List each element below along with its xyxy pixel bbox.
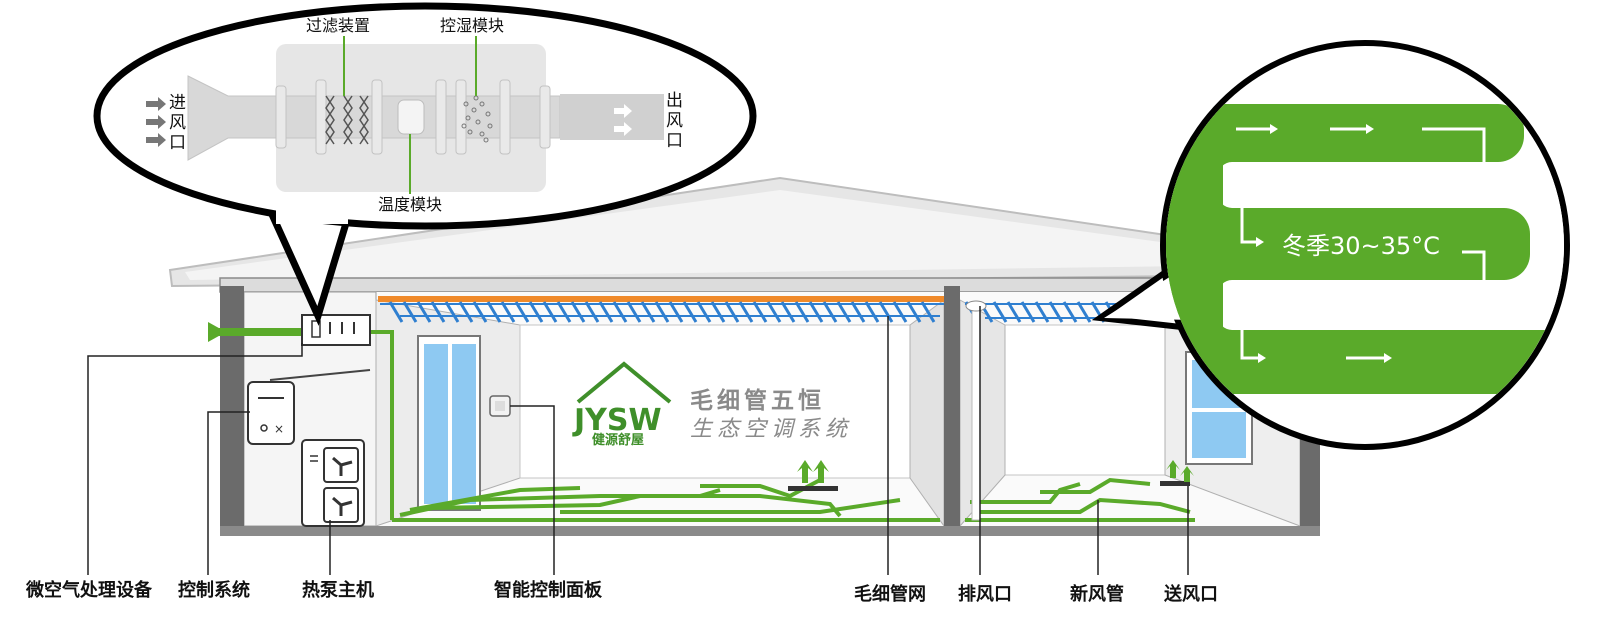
- floor-fresh-air-pipes: [370, 330, 1195, 522]
- capillary-tube: [430, 301, 446, 323]
- capillary-tube: [598, 301, 614, 323]
- capillary-tube: [458, 301, 474, 323]
- label-exhaust-vent: 排风口: [958, 583, 1012, 605]
- intake-arrow-green: [208, 322, 302, 342]
- brand-title: 毛细管五恒: [690, 387, 825, 414]
- logo-text: 健源舒屋: [592, 432, 644, 448]
- capillary-tube: [416, 301, 432, 323]
- capillary-tube: [836, 301, 852, 323]
- label-control-system: 控制系统: [178, 579, 250, 601]
- micro-air-unit: [301, 314, 371, 346]
- label-capillary-network: 毛细管网: [854, 583, 926, 605]
- capillary-tube: [766, 301, 782, 323]
- capillary-tube: [906, 301, 922, 323]
- capillary-tube: [612, 301, 628, 323]
- capillary-tube: [584, 301, 600, 323]
- smart-control-panel-device: [489, 395, 511, 417]
- control-box: ×: [247, 369, 371, 445]
- capillary-tube: [668, 301, 684, 323]
- svg-text:出: 出: [666, 91, 683, 111]
- fan-icon: [332, 456, 353, 516]
- capillary-tube: [486, 301, 502, 323]
- capillary-tube: [654, 301, 670, 323]
- svg-text:风: 风: [169, 113, 186, 133]
- capillary-tube: [528, 301, 544, 323]
- label-leader-lines: [87, 306, 1189, 575]
- capillary-tube: [864, 301, 880, 323]
- logo-letters: JYSW: [572, 403, 662, 438]
- temperature-zoom-bubble: [1091, 40, 1570, 450]
- capillary-tube: [444, 301, 460, 323]
- vent-grilles: [788, 460, 1194, 491]
- capillary-tube: [738, 301, 754, 323]
- label-smart-panel: 智能控制面板: [494, 579, 603, 601]
- filter-module-label: 过滤装置: [306, 16, 370, 35]
- capillary-tube: [402, 301, 418, 323]
- svg-text:口: 口: [666, 131, 683, 151]
- capillary-tube: [514, 301, 530, 323]
- capillary-tube: [710, 301, 726, 323]
- capillary-tube: [920, 301, 936, 323]
- capillary-tube: [724, 301, 740, 323]
- heat-pump-unit: [301, 439, 365, 527]
- left-window: [417, 335, 481, 511]
- svg-text:风: 风: [666, 111, 683, 131]
- capillary-tube: [682, 301, 698, 323]
- capillary-tube: [878, 301, 894, 323]
- label-fresh-air-pipe: 新风管: [1070, 583, 1124, 605]
- label-supply-vent: 送风口: [1163, 583, 1218, 605]
- capillary-tube: [556, 301, 572, 323]
- svg-text:口: 口: [169, 133, 186, 153]
- capillary-tube: [850, 301, 866, 323]
- equipment-zoom-bubble: [93, 2, 757, 326]
- temperature-module-label: 温度模块: [378, 195, 442, 214]
- capillary-tube: [794, 301, 810, 323]
- humidity-module-label: 控湿模块: [440, 16, 504, 35]
- capillary-tube: [640, 301, 656, 323]
- svg-text:进: 进: [169, 93, 186, 113]
- capillary-tube: [822, 301, 838, 323]
- capillary-tube: [500, 301, 516, 323]
- svg-text:×: ×: [274, 422, 284, 436]
- winter-temp-label: 冬季30~35°C: [1282, 232, 1440, 260]
- label-micro-air-unit: 微空气处理设备: [25, 579, 153, 601]
- capillary-tube: [808, 301, 824, 323]
- capillary-tube: [570, 301, 586, 323]
- roof: [168, 176, 1201, 288]
- capillary-tube: [752, 301, 768, 323]
- capillary-tube: [780, 301, 796, 323]
- summer-temp-label: 夏季 15~20°C: [1282, 173, 1448, 201]
- label-heat-pump: 热泵主机: [302, 579, 374, 601]
- capillary-tube: [892, 301, 908, 323]
- capillary-tube: [696, 301, 712, 323]
- air-inlet-label: 进 风 口: [169, 93, 186, 153]
- capillary-tube: [626, 301, 642, 323]
- capillary-tube: [542, 301, 558, 323]
- brand-subtitle: 生态空调系统: [690, 417, 852, 442]
- brand-logo: JYSW 健源舒屋: [572, 361, 672, 448]
- air-outlet-label: 出 风 口: [666, 91, 683, 151]
- capillary-tube: [388, 301, 404, 323]
- capillary-tube: [472, 301, 488, 323]
